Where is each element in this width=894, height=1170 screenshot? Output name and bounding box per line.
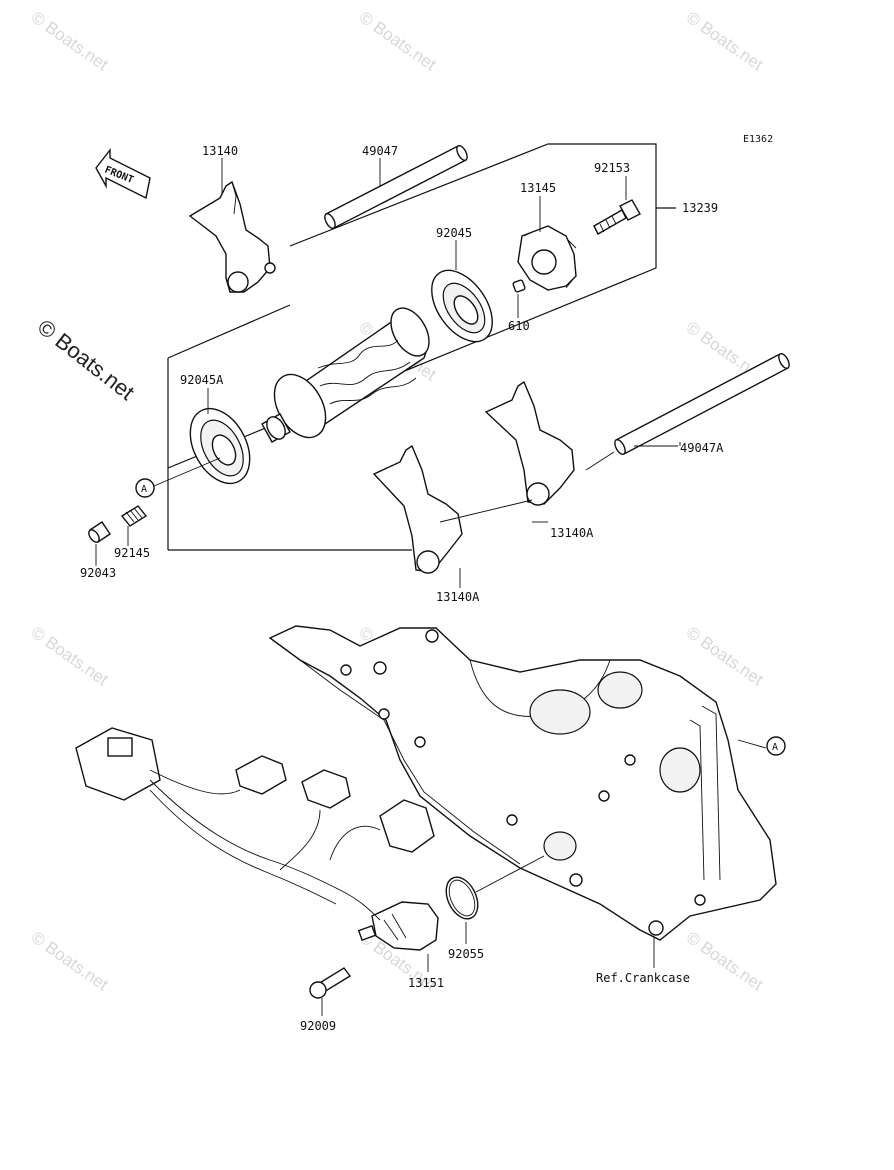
label-13140a-upper: 13140A: [550, 526, 594, 540]
label-610: 610: [508, 319, 530, 333]
shaft-49047a: [614, 352, 790, 456]
shift-drum: [261, 307, 430, 443]
bolt-92153: [593, 199, 641, 235]
watermark: © Boats.net: [28, 928, 112, 995]
ref-circle-a-upper: A: [135, 478, 155, 498]
assembly-bracket: [167, 143, 676, 551]
label-ref-crankcase: Ref.Crankcase: [596, 971, 690, 985]
drum-cam-13145: [517, 225, 577, 291]
watermark: © Boats.net: [356, 8, 440, 75]
label-13140a-lower: 13140A: [436, 590, 480, 604]
shift-fork-13140a-upper: [484, 380, 575, 506]
leader-lines-upper: [95, 158, 681, 588]
shift-fork-13140: [188, 180, 276, 293]
label-49047: 49047: [362, 144, 398, 158]
part-labels: 13140 49047 92153 13145 13239 92045 610 …: [80, 144, 724, 1033]
label-13145: 13145: [520, 181, 556, 195]
ref-circle-a-label: A: [141, 484, 147, 495]
shift-fork-13140a-lower: [372, 444, 463, 574]
ref-circle-a-label: A: [772, 742, 778, 753]
label-13151: 13151: [408, 976, 444, 990]
bearing-92045a: [189, 407, 251, 485]
ref-circle-a-lower: A: [737, 736, 786, 756]
watermark: © Boats.net: [28, 8, 112, 75]
label-92045: 92045: [436, 226, 472, 240]
spring-92145: [120, 505, 148, 527]
plug-92043: [88, 521, 111, 543]
watermark-large: © Boats.net: [33, 314, 139, 405]
o-ring-92055: [445, 876, 479, 920]
label-92045a: 92045A: [180, 373, 224, 387]
watermark: © Boats.net: [683, 928, 767, 995]
gear-sensor-13151: [357, 901, 439, 951]
ref-code: E1362: [743, 134, 773, 145]
label-49047a: 49047A: [680, 441, 724, 455]
shaft-49047: [324, 144, 468, 230]
pin-610: [512, 279, 526, 293]
watermark: © Boats.net: [683, 623, 767, 690]
label-92145: 92145: [114, 546, 150, 560]
label-92009: 92009: [300, 1019, 336, 1033]
watermark: © Boats.net: [28, 623, 112, 690]
label-92153: 92153: [594, 161, 630, 175]
watermark: © Boats.net: [683, 8, 767, 75]
bearing-92045: [431, 269, 493, 343]
crankcase-outline: [268, 625, 777, 941]
label-92043: 92043: [80, 566, 116, 580]
bolt-92009: [309, 967, 352, 999]
label-13140: 13140: [202, 144, 238, 158]
front-arrow-icon: FRONT: [95, 147, 151, 200]
wiring-harness: [75, 727, 435, 921]
label-13239: 13239: [682, 201, 718, 215]
label-92055: 92055: [448, 947, 484, 961]
leader-lines-lower: [321, 855, 655, 1016]
